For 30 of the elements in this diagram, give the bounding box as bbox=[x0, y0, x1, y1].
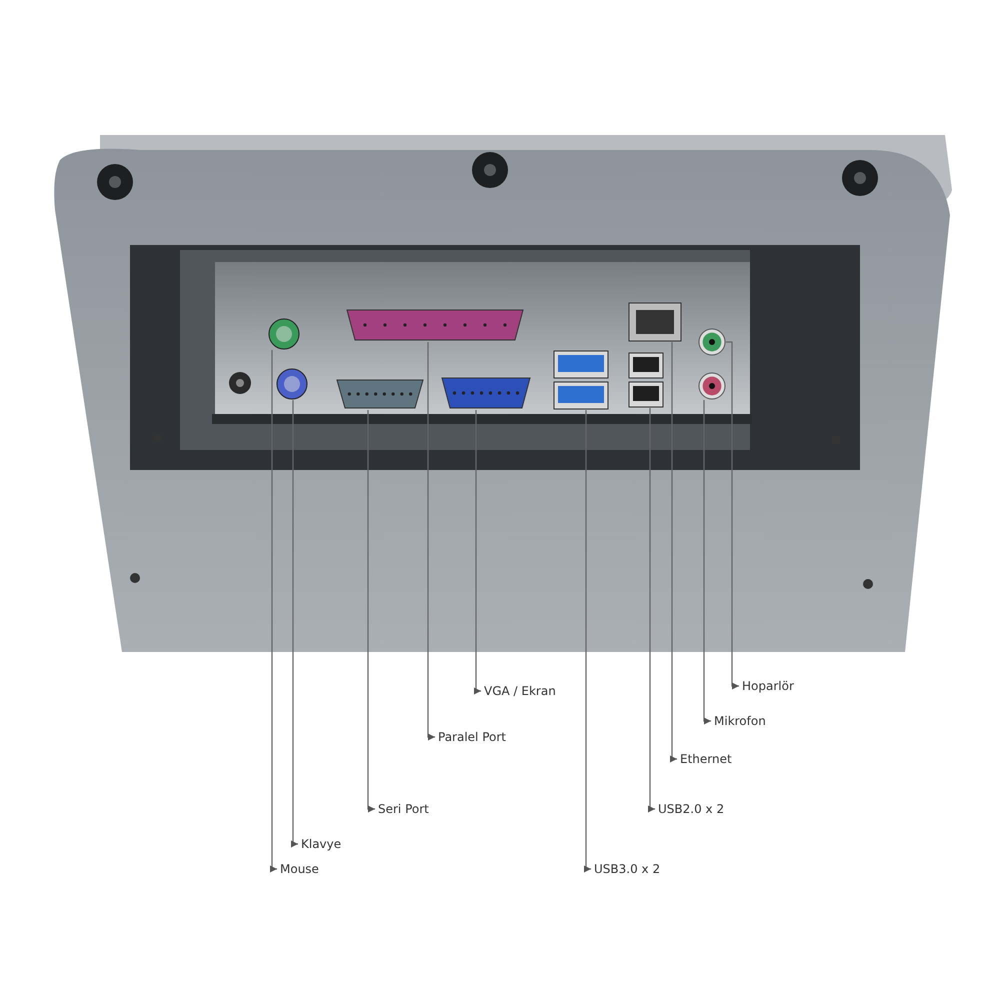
port-label: Mouse bbox=[280, 862, 319, 876]
port-label: VGA / Ekran bbox=[484, 684, 556, 698]
leader-line bbox=[703, 400, 711, 725]
ps2-port bbox=[268, 318, 300, 350]
port-label: USB2.0 x 2 bbox=[658, 802, 724, 816]
port-label: Seri Port bbox=[378, 802, 429, 816]
audio-jack bbox=[698, 372, 726, 400]
leader-line bbox=[270, 350, 278, 873]
leader-line bbox=[427, 342, 435, 741]
vga-port bbox=[440, 376, 532, 410]
leader-line bbox=[726, 341, 739, 690]
ethernet-port bbox=[628, 302, 682, 342]
leader-line bbox=[584, 410, 591, 873]
usb-port bbox=[553, 350, 609, 410]
usb-port bbox=[628, 352, 664, 408]
parallel-port bbox=[345, 308, 525, 342]
port-label: Klavye bbox=[301, 837, 342, 851]
port-label: Hoparlör bbox=[742, 679, 794, 693]
leader-line bbox=[670, 342, 677, 763]
port-label: Mikrofon bbox=[714, 714, 766, 728]
leader-line bbox=[474, 410, 481, 695]
serial-port bbox=[335, 378, 425, 410]
leader-line bbox=[367, 410, 375, 813]
leader-line bbox=[290, 400, 298, 848]
audio-jack bbox=[698, 328, 726, 356]
leader-line bbox=[648, 408, 655, 813]
ps2-port bbox=[276, 368, 308, 400]
port-label: USB3.0 x 2 bbox=[594, 862, 660, 876]
port-label: Ethernet bbox=[680, 752, 732, 766]
port-label: Paralel Port bbox=[438, 730, 506, 744]
